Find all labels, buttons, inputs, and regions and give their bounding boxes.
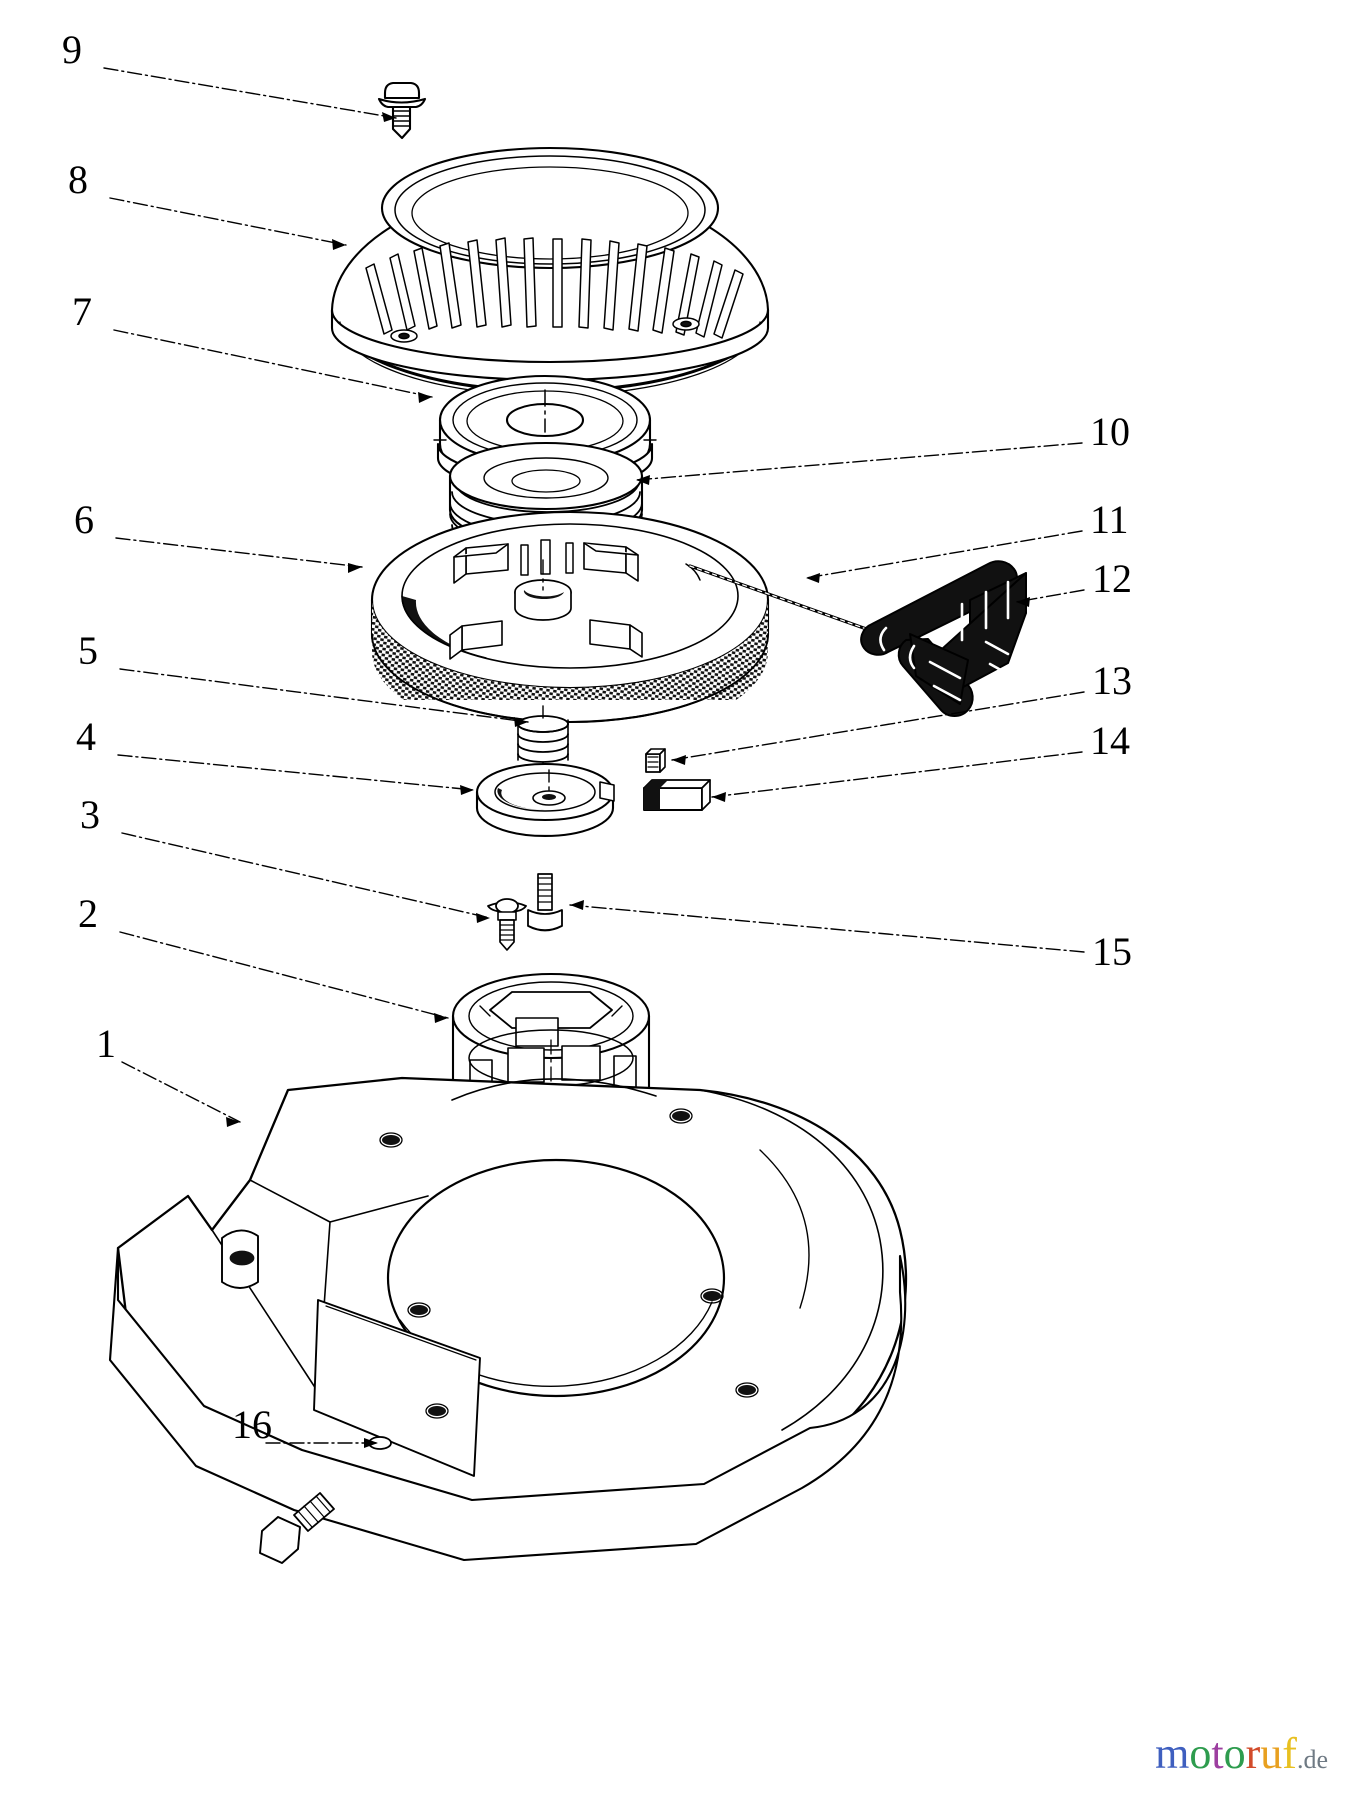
part-starter-sheave (370, 510, 770, 724)
part-screw-small (487, 898, 527, 951)
part-flange-bolt-top (377, 81, 427, 140)
part-starter-dog-cup (451, 972, 651, 1161)
callout-15: 15 (1092, 929, 1132, 974)
watermark-letter-u: u (1260, 1729, 1283, 1778)
watermark-letter-t: t (1211, 1729, 1224, 1778)
callout-2: 2 (78, 891, 98, 936)
leader-arrow-tips (226, 112, 1030, 1448)
watermark-letter-f: f (1282, 1729, 1297, 1778)
part-compression-spring (517, 705, 569, 779)
callout-1: 1 (96, 1021, 116, 1066)
part-hex-bolt-bottom (259, 1492, 335, 1564)
part-starter-rope (688, 564, 888, 638)
part-rope-insert-small (645, 748, 666, 773)
callout-8: 8 (68, 157, 88, 202)
part-stud-screw (527, 873, 563, 932)
callout-11: 11 (1090, 497, 1129, 542)
part-friction-plate (475, 762, 615, 838)
callout-12: 12 (1092, 556, 1132, 601)
leader-lines (103, 67, 1085, 1444)
watermark-suffix: .de (1296, 1745, 1328, 1774)
callout-10: 10 (1090, 409, 1130, 454)
callout-14: 14 (1090, 718, 1130, 763)
callout-7: 7 (72, 289, 92, 334)
motoruf-watermark: motoruf.de (1155, 1732, 1328, 1776)
callout-16: 16 (232, 1402, 272, 1447)
callout-5: 5 (78, 628, 98, 673)
part-starter-handle (860, 560, 1027, 717)
watermark-letter-r: r (1245, 1729, 1261, 1778)
watermark-letter-m: m (1155, 1729, 1190, 1778)
part-blower-housing (108, 1076, 908, 1562)
callout-3: 3 (80, 792, 100, 837)
part-starter-housing-cover (330, 146, 770, 397)
callout-9: 9 (62, 27, 82, 72)
watermark-letter-o2: o (1223, 1729, 1246, 1778)
part-rope-insert-large (643, 779, 711, 811)
callout-6: 6 (74, 497, 94, 542)
callout-13: 13 (1092, 658, 1132, 703)
watermark-letter-o1: o (1189, 1729, 1212, 1778)
callout-4: 4 (76, 714, 96, 759)
